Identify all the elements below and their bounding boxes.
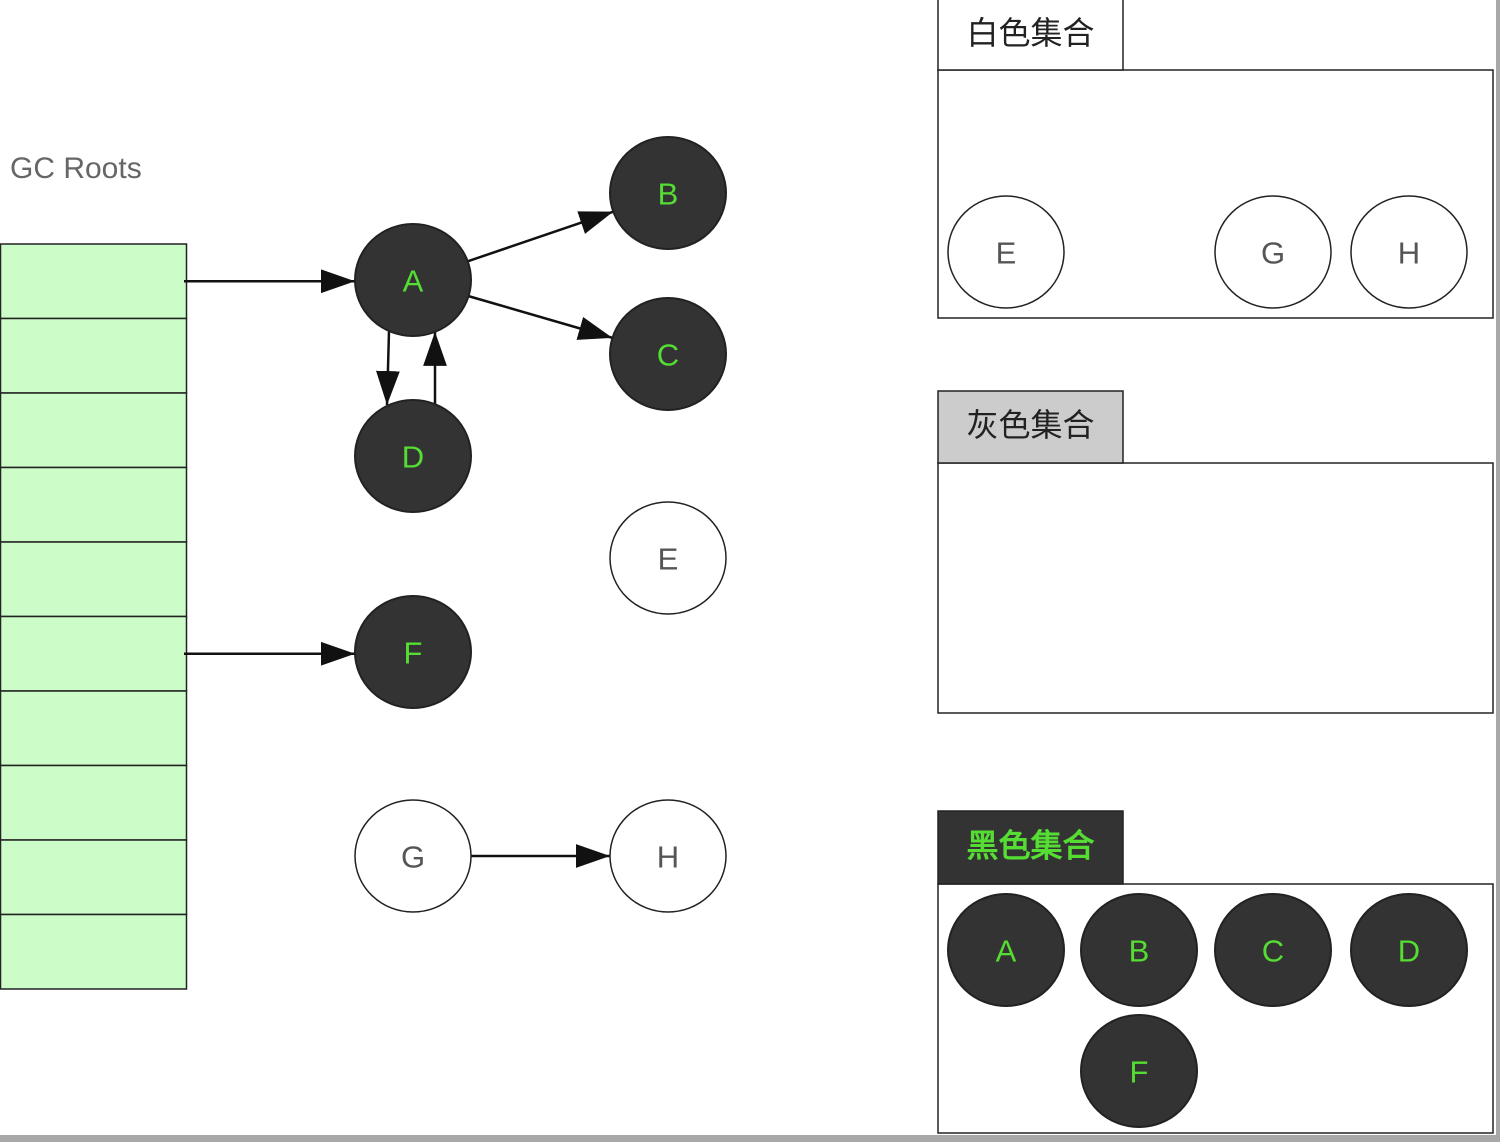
node-label: E [658,542,679,577]
black-set-node-c: C [1214,893,1332,1007]
node-label: F [1130,1055,1149,1090]
node-label: B [658,177,679,212]
gc-root-slot [0,541,188,618]
node-circle [609,501,727,615]
node-circle [1350,195,1468,309]
window-edge-bottom [0,1135,1500,1142]
node-circle [947,893,1065,1007]
black-set-node-b: B [1080,893,1198,1007]
gc-root-slot [0,243,188,320]
edge-A-to-C [468,294,613,340]
gc-root-slot [0,839,188,916]
white-set-node-e: E [947,195,1065,309]
node-circle [354,223,472,337]
window-edge-right [1496,0,1500,1142]
gc-root-slot [0,615,188,692]
node-label: D [1398,934,1420,969]
graph-node-e: E [609,501,727,615]
gc-root-slot [0,317,188,394]
node-circle [354,595,472,709]
gray-set-panel: 灰色集合 [937,390,1494,714]
gc-root-slot [0,392,188,469]
gray-set-tab [937,390,1124,464]
node-circle [354,399,472,513]
white-set-tab [937,0,1124,71]
black-set-node-a: A [947,893,1065,1007]
edge-A-to-B [467,210,614,263]
node-circle [609,799,727,913]
edge-A-to-D [376,330,400,406]
white-set-panel: 白色集合 E G H [937,0,1494,319]
node-label: B [1129,934,1150,969]
black-set-node-d: D [1350,893,1468,1007]
graph-node-a: A [354,223,472,337]
graph-node-d: D [354,399,472,513]
gc-roots-title: GC Roots [10,152,142,185]
black-set-node-f: F [1080,1014,1198,1128]
node-circle [947,195,1065,309]
node-label: E [996,236,1017,271]
reference-edges [184,210,614,868]
white-set-node-h: H [1350,195,1468,309]
node-circle [609,136,727,250]
node-label: A [996,934,1017,969]
node-circle [1080,893,1198,1007]
graph-node-h: H [609,799,727,913]
black-set-tab [937,810,1124,885]
node-circle [1214,195,1332,309]
node-label: D [402,440,424,475]
node-label: C [1262,934,1284,969]
graph-node-g: G [354,799,472,913]
graph-node-b: B [609,136,727,250]
node-circle [1214,893,1332,1007]
graph-node-f: F [354,595,472,709]
white-set-node-g: G [1214,195,1332,309]
node-circle [354,799,472,913]
gc-roots-stack [0,243,188,990]
node-label: H [1398,236,1420,271]
node-label: G [1261,236,1285,271]
node-label: F [404,636,423,671]
white-set-label: 白色集合 [966,14,1094,52]
graph-node-c: C [609,297,727,411]
node-label: G [401,840,425,875]
node-circle [1080,1014,1198,1128]
object-nodes: A B C D E F G H [354,136,727,913]
gray-set-box [937,462,1494,714]
gray-set-label: 灰色集合 [966,406,1094,444]
node-circle [1350,893,1468,1007]
node-circle [609,297,727,411]
gc-root-slot [0,913,188,990]
gc-root-slot [0,690,188,767]
node-label: C [657,338,679,373]
black-set-panel: 黑色集合 A B C D F [937,810,1494,1134]
gc-root-slot [0,764,188,841]
gc-root-slot [0,466,188,543]
black-set-label: 黑色集合 [966,827,1094,865]
node-label: H [657,840,679,875]
node-label: A [403,264,424,299]
